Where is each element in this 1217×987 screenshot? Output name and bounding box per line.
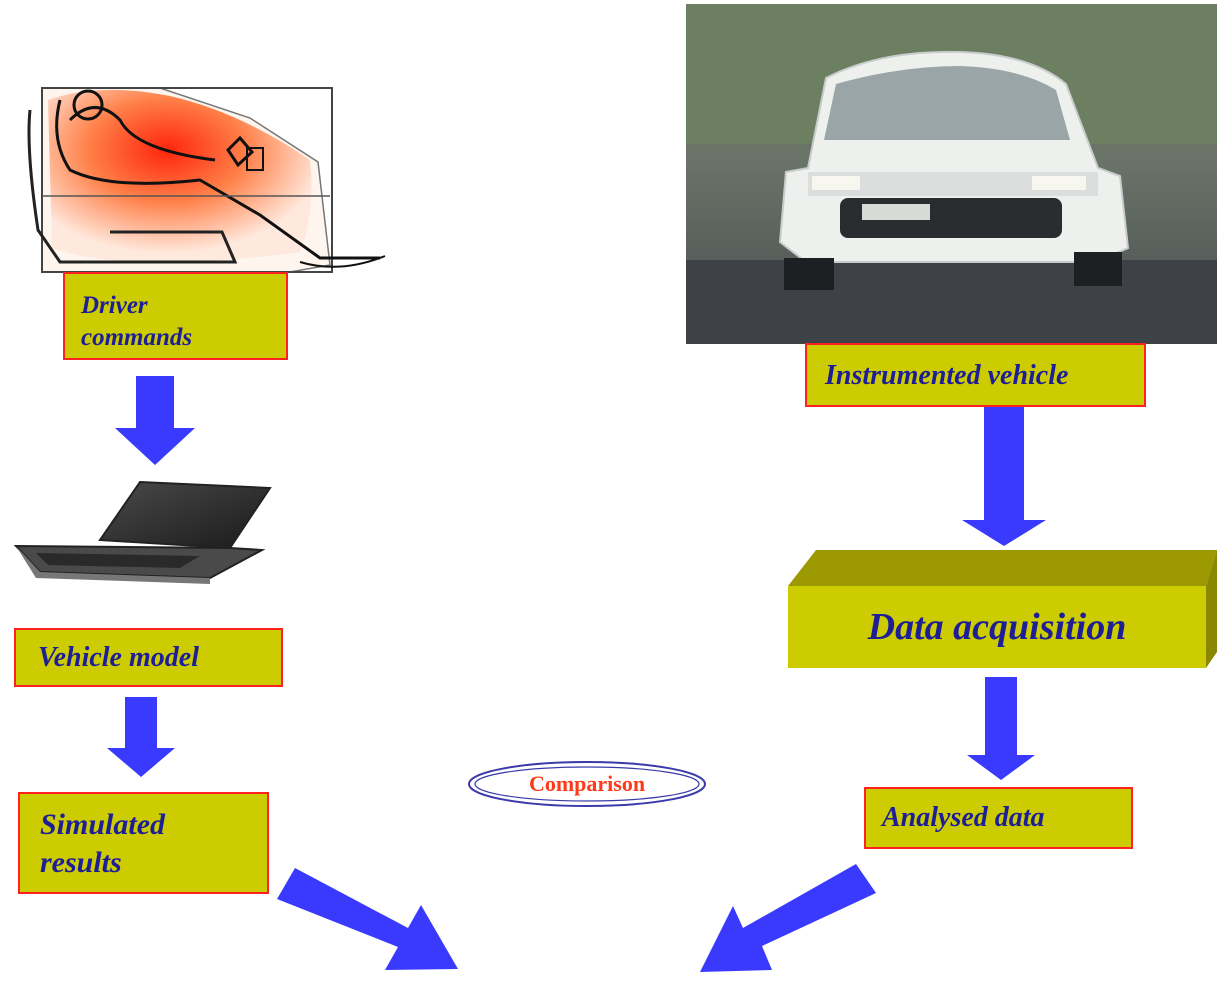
vehicle-model-label: Vehicle model: [38, 642, 199, 673]
driver-commands-box: Driver commands: [63, 272, 288, 360]
simulated-results-box: Simulated results: [18, 792, 269, 894]
arrow-driver-to-laptop: [115, 376, 195, 465]
instrumented-vehicle-box: Instrumented vehicle: [805, 343, 1146, 407]
arrow-simulated-to-comparison: [277, 868, 458, 970]
simulated-results-line2: results: [40, 846, 122, 879]
arrow-analysed-to-comparison: [700, 864, 876, 972]
comparison-ellipse: [468, 761, 706, 807]
comparison-label: Comparison: [528, 771, 646, 796]
driver-seat-illustration: [27, 87, 386, 273]
driver-commands-line2: commands: [81, 324, 193, 351]
arrow-model-to-results: [107, 697, 175, 777]
arrow-vehicle-to-acquisition: [962, 405, 1046, 546]
vehicle-model-box: Vehicle model: [14, 628, 283, 687]
driver-commands-line1: Driver: [81, 292, 148, 319]
laptop-icon: [13, 480, 272, 584]
analysed-data-label: Analysed data: [882, 802, 1045, 833]
flow-arrows: [107, 376, 1046, 972]
simulated-results-line1: Simulated: [40, 808, 166, 841]
arrow-acquisition-to-analysed: [967, 677, 1035, 780]
data-acquisition-box: Data acquisition: [788, 586, 1206, 668]
data-acquisition-block-3d: [788, 550, 1217, 668]
instrumented-vehicle-label: Instrumented vehicle: [825, 360, 1069, 391]
analysed-data-box: Analysed data: [864, 787, 1133, 849]
car-photo: [686, 4, 1217, 344]
